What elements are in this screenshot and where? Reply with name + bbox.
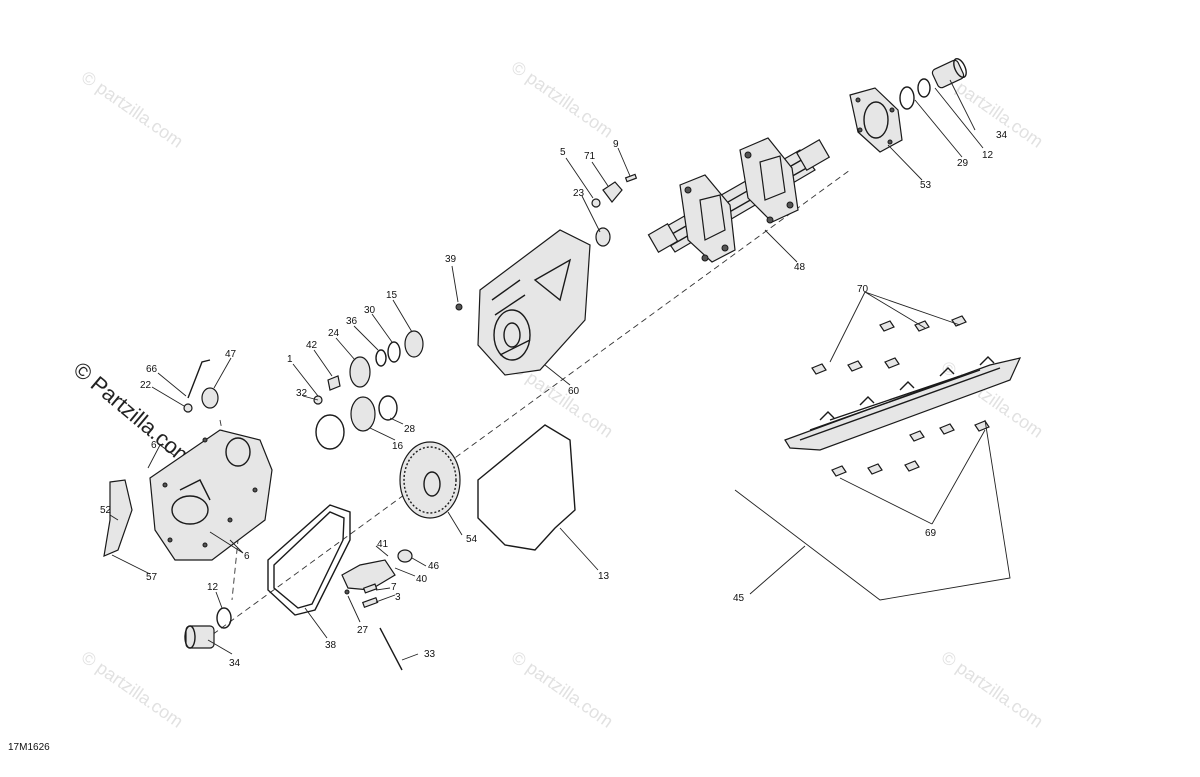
callout-66: 66: [146, 364, 158, 375]
part-24-sprocket: [349, 356, 371, 388]
part-52-bracket: [103, 479, 133, 557]
callout-57: 57: [146, 572, 158, 583]
callout-labels: 34 12 29 53 48 9 71 5 23 39 15 30 36 24 …: [100, 130, 1008, 669]
part-33-rod: [379, 627, 403, 671]
callout-29: 29: [957, 158, 969, 169]
part-13-gasket: [477, 424, 576, 551]
callout-48: 48: [794, 262, 806, 273]
callout-60: 60: [568, 386, 580, 397]
callout-24: 24: [328, 328, 340, 339]
part-9-pin: [624, 173, 638, 183]
callout-12: 12: [982, 150, 994, 161]
part-54-sprocket: [399, 441, 461, 519]
part-57-chaincase-cover: [149, 429, 273, 561]
callout-5: 5: [560, 147, 566, 158]
callout-13: 13: [598, 571, 610, 582]
part-60-chaincase-housing: [477, 229, 591, 376]
part-36-washer: [375, 349, 387, 367]
callout-7: 7: [391, 582, 397, 593]
callout-54: 54: [466, 534, 478, 545]
part-39-bolt: [455, 303, 463, 311]
part-69-studs: [831, 420, 990, 477]
callout-71: 71: [584, 151, 596, 162]
leader-lines: [109, 79, 1011, 661]
part-28-ring: [378, 395, 398, 421]
callout-45: 45: [733, 593, 745, 604]
callout-22: 22: [140, 380, 152, 391]
part-12-ring: [917, 78, 931, 98]
callout-33: 33: [424, 649, 436, 660]
part-1-snap-ring: [315, 414, 345, 450]
part-3-screw: [361, 596, 379, 608]
callout-47: 47: [225, 349, 237, 360]
part-29-snap-ring: [899, 86, 915, 110]
callout-46: 46: [428, 561, 440, 572]
part-53-flange: [849, 87, 903, 153]
part-40-tensioner: [341, 559, 396, 591]
part-22-plug: [183, 403, 193, 413]
part-45-track: [784, 356, 1022, 451]
callout-69: 69: [925, 528, 937, 539]
part-38-chain-inner: [273, 511, 345, 609]
callout-23: 23: [573, 188, 585, 199]
callout-6b: 6: [244, 551, 250, 562]
watermark-grid: © partzilla.com © partzilla.com © partzi…: [78, 57, 1047, 732]
part-7-nut: [362, 583, 378, 594]
part-27-washer: [344, 589, 350, 595]
part-66-dipstick: [187, 359, 211, 399]
callout-1: 1: [287, 354, 293, 365]
callout-32: 32: [296, 388, 308, 399]
callout-40: 40: [416, 574, 428, 585]
callout-42: 42: [306, 340, 318, 351]
callout-34: 34: [996, 130, 1008, 141]
part-16-bearing: [350, 396, 376, 432]
part-71-bracket: [602, 181, 623, 203]
part-5-nut: [591, 198, 601, 208]
partzilla-watermark: © Partzilla.com: [69, 357, 199, 471]
callout-70: 70: [857, 284, 869, 295]
watermark: © partzilla.com: [508, 57, 617, 142]
callout-28: 28: [404, 424, 416, 435]
assembly-axis: [204, 169, 851, 641]
callout-34b: 34: [229, 658, 241, 669]
callout-53: 53: [920, 180, 932, 191]
watermark: © partzilla.com: [508, 647, 617, 732]
part-38-chain: [267, 504, 351, 616]
callout-30: 30: [364, 305, 376, 316]
part-30-spacer: [387, 341, 401, 363]
callout-39: 39: [445, 254, 457, 265]
part-12-ring-lower: [216, 607, 232, 629]
callout-27: 27: [357, 625, 369, 636]
part-46-cap: [397, 549, 413, 563]
callout-16: 16: [392, 441, 404, 452]
callout-38: 38: [325, 640, 337, 651]
callout-36: 36: [346, 316, 358, 327]
watermark: © partzilla.com: [938, 647, 1047, 732]
drawing-code: 17M1626: [8, 742, 50, 753]
part-23-bearing: [595, 227, 611, 247]
part-34-sleeve-lower: [184, 625, 215, 649]
part-47-cap: [201, 387, 219, 409]
part-15-bearing: [404, 330, 424, 358]
callout-12b: 12: [207, 582, 219, 593]
part-42-key: [327, 375, 341, 391]
callout-52: 52: [100, 505, 112, 516]
part-34-sleeve-top: [931, 57, 967, 89]
callout-6: 6: [151, 440, 157, 451]
watermark: © partzilla.com: [78, 67, 187, 152]
callout-41: 41: [377, 539, 389, 550]
callout-3: 3: [395, 592, 401, 603]
part-48-drive-shaft: [647, 137, 831, 263]
callout-9: 9: [613, 139, 619, 150]
callout-15: 15: [386, 290, 398, 301]
watermark: © partzilla.com: [78, 647, 187, 732]
